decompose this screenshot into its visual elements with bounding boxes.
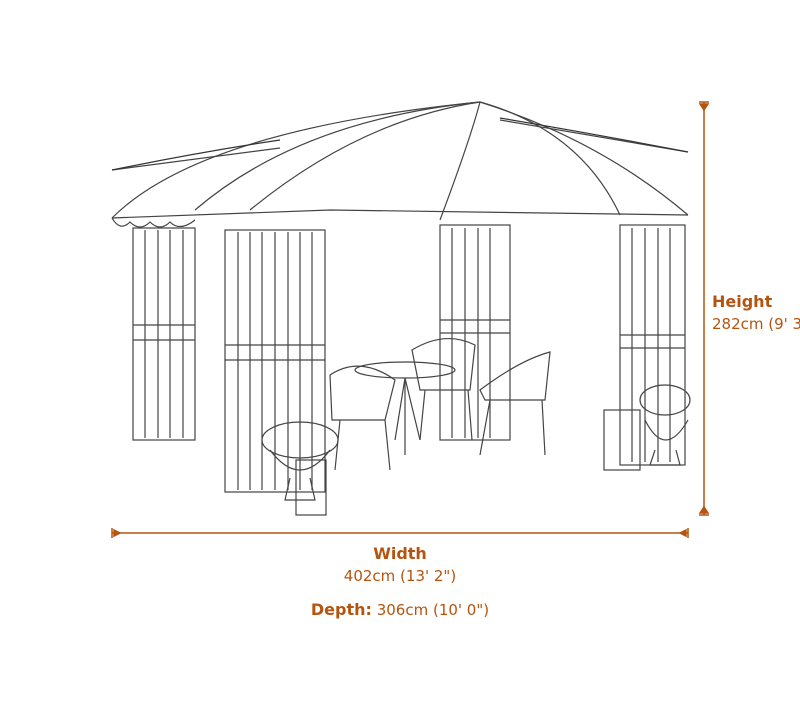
gazebo-right-panels bbox=[439, 224, 686, 466]
planters-and-lanterns bbox=[261, 384, 691, 516]
depth-label: Depth: bbox=[310, 600, 372, 619]
width-value: 402cm (13' 2") bbox=[343, 567, 457, 585]
height-dimension-line bbox=[698, 101, 710, 516]
depth-value: 306cm (10' 0") bbox=[376, 601, 490, 619]
width-dimension-line bbox=[111, 528, 689, 538]
bistro-table-and-chairs bbox=[329, 337, 551, 471]
gazebo-roof bbox=[111, 101, 689, 228]
height-label: Height bbox=[712, 292, 773, 311]
gazebo-left-panels bbox=[132, 227, 326, 493]
height-value: 282cm (9' 3") bbox=[712, 315, 800, 333]
depth-dimension: Depth: 306cm (10' 0") bbox=[0, 600, 800, 619]
string-lights bbox=[111, 117, 689, 171]
width-label: Width bbox=[373, 544, 427, 563]
